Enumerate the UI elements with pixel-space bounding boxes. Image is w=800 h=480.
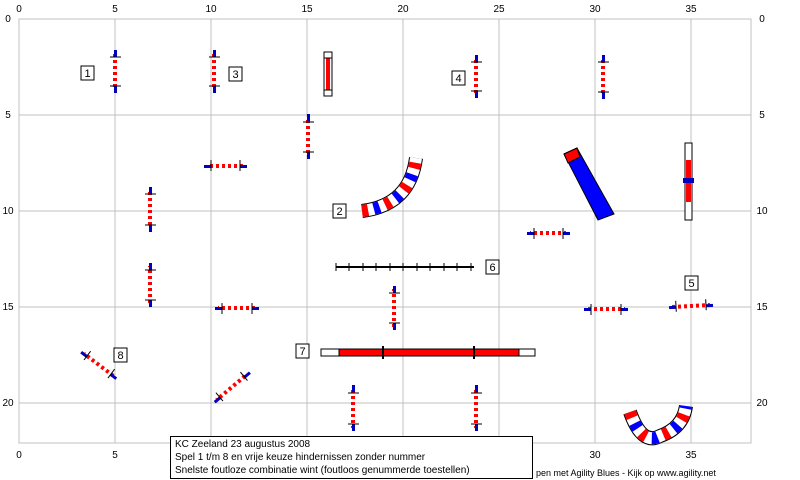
hurdle-3 xyxy=(209,50,220,93)
number-label-2: 2 xyxy=(332,203,347,219)
info-line-event: KC Zeeland 23 augustus 2008 xyxy=(175,439,311,450)
info-line-scoring: Snelste foutloze combinatie wint (foutlo… xyxy=(175,465,470,476)
hurdle-8 xyxy=(80,350,118,380)
x-tick: 25 xyxy=(493,4,505,15)
y-tick: 5 xyxy=(5,110,11,121)
number-label-1: 1 xyxy=(80,65,95,81)
hurdle xyxy=(527,228,570,239)
number-label-6: 6 xyxy=(485,259,500,275)
tunnel-2 xyxy=(360,156,423,218)
x-tick: 5 xyxy=(112,4,118,15)
hurdle xyxy=(303,114,314,159)
dog-walk-7 xyxy=(320,346,536,359)
y-tick: 20 xyxy=(756,398,768,409)
hurdle xyxy=(389,286,400,330)
number-text: 5 xyxy=(688,278,694,290)
number-text: 6 xyxy=(489,262,495,274)
hurdle-1 xyxy=(110,50,121,93)
number-label-7: 7 xyxy=(295,343,310,359)
hurdle xyxy=(348,385,359,431)
weave-poles-6 xyxy=(335,263,474,271)
number-label-4: 4 xyxy=(451,70,466,86)
x-tick: 30 xyxy=(589,4,601,15)
hurdle xyxy=(598,55,609,99)
number-text: 7 xyxy=(299,346,305,358)
x-tick: 0 xyxy=(16,450,22,461)
y-axis-left: 0 5 10 15 20 xyxy=(2,14,14,409)
number-label-3: 3 xyxy=(228,66,243,82)
y-tick: 20 xyxy=(2,398,14,409)
y-tick: 0 xyxy=(5,14,11,25)
x-axis-top: 0 5 10 15 20 25 30 35 xyxy=(16,4,697,15)
course-info-box: KC Zeeland 23 augustus 2008 Spel 1 t/m 8… xyxy=(170,436,533,479)
hurdle xyxy=(584,304,628,315)
hurdle xyxy=(471,385,482,431)
y-axis-right: 0 5 10 15 20 xyxy=(756,14,768,409)
x-tick: 20 xyxy=(397,4,409,15)
hurdle xyxy=(204,160,247,171)
x-tick: 10 xyxy=(205,4,217,15)
x-tick: 35 xyxy=(685,4,697,15)
number-label-8: 8 xyxy=(113,347,128,363)
y-tick: 10 xyxy=(756,206,768,217)
x-tick: 0 xyxy=(16,4,22,15)
wall xyxy=(683,142,694,221)
hurdle xyxy=(213,371,251,404)
hurdle-4 xyxy=(471,55,482,98)
y-tick: 10 xyxy=(2,206,14,217)
hurdle xyxy=(145,263,156,307)
grid xyxy=(18,18,752,444)
y-tick: 15 xyxy=(756,302,768,313)
hurdle-5 xyxy=(668,299,714,312)
x-tick: 35 xyxy=(685,450,697,461)
number-text: 4 xyxy=(455,73,461,85)
x-tick: 15 xyxy=(301,4,313,15)
number-text: 3 xyxy=(232,69,238,81)
long-jump-post xyxy=(323,51,333,97)
y-tick: 5 xyxy=(759,110,765,121)
x-tick: 30 xyxy=(589,450,601,461)
y-tick: 15 xyxy=(2,302,14,313)
x-tick: 5 xyxy=(112,450,118,461)
number-label-5: 5 xyxy=(684,275,699,291)
number-text: 8 xyxy=(117,350,123,362)
info-line-rules: Spel 1 t/m 8 en vrije keuze hindernissen… xyxy=(175,452,426,463)
tunnel xyxy=(623,404,693,446)
footer-credit: pen met Agility Blues - Kijk op www.agil… xyxy=(536,468,716,478)
number-text: 1 xyxy=(84,68,90,80)
chute xyxy=(563,147,615,221)
number-text: 2 xyxy=(336,206,342,218)
y-tick: 0 xyxy=(759,14,765,25)
hurdle xyxy=(215,303,259,314)
hurdle xyxy=(145,187,156,232)
